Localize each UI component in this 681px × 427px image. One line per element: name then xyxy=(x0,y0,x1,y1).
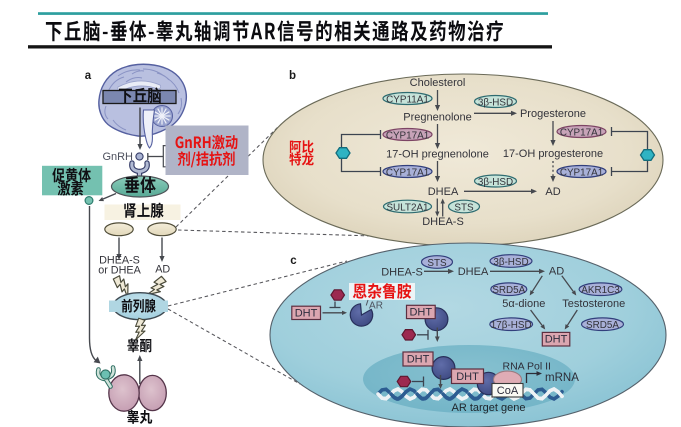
svg-text:CYP17A1: CYP17A1 xyxy=(560,127,604,138)
svg-text:DHEA-S: DHEA-S xyxy=(422,216,464,228)
svg-text:AD: AD xyxy=(549,265,564,277)
svg-text:Testosterone: Testosterone xyxy=(562,298,625,310)
svg-text:AKR1C3: AKR1C3 xyxy=(581,285,620,296)
svg-text:DHT: DHT xyxy=(409,307,432,319)
svg-text:or DHEA: or DHEA xyxy=(98,265,141,277)
svg-text:DHT: DHT xyxy=(456,371,479,383)
svg-text:CoA: CoA xyxy=(497,385,519,397)
svg-text:3β-HSD: 3β-HSD xyxy=(493,257,528,268)
svg-text:DHT: DHT xyxy=(545,334,568,346)
svg-text:17β-HSD: 17β-HSD xyxy=(491,320,532,331)
svg-text:5α-dione: 5α-dione xyxy=(502,298,545,310)
svg-text:DHEA-S: DHEA-S xyxy=(381,266,423,278)
svg-text:AR target gene: AR target gene xyxy=(452,402,526,414)
svg-text:mRNA: mRNA xyxy=(545,372,579,384)
svg-text:Progesterone: Progesterone xyxy=(520,108,586,120)
svg-text:CYP17A1: CYP17A1 xyxy=(386,130,430,141)
svg-text:17-OH pregnenolone: 17-OH pregnenolone xyxy=(386,148,489,160)
svg-text:RNA Pol II: RNA Pol II xyxy=(503,361,551,373)
svg-text:DHT: DHT xyxy=(407,354,430,366)
svg-text:a: a xyxy=(85,70,92,82)
svg-text:SRD5A: SRD5A xyxy=(586,320,619,331)
svg-text:AD: AD xyxy=(155,263,170,275)
svg-text:17-OH progesterone: 17-OH progesterone xyxy=(503,148,603,160)
svg-text:DHT: DHT xyxy=(295,307,318,319)
svg-text:AR: AR xyxy=(369,301,383,312)
svg-text:AD: AD xyxy=(545,186,560,198)
svg-text:3β-HSD: 3β-HSD xyxy=(478,177,513,188)
svg-text:SRD5A: SRD5A xyxy=(492,285,525,296)
svg-text:GnRH: GnRH xyxy=(102,151,133,163)
svg-text:SULT2A1: SULT2A1 xyxy=(386,202,429,213)
svg-text:3β-HSD: 3β-HSD xyxy=(478,97,513,108)
svg-text:b: b xyxy=(289,70,296,82)
svg-text:STS: STS xyxy=(454,202,474,213)
svg-text:CYP17A1: CYP17A1 xyxy=(386,167,430,178)
svg-text:STS: STS xyxy=(427,258,447,269)
svg-text:Pregnenolone: Pregnenolone xyxy=(403,112,472,124)
svg-text:Cholesterol: Cholesterol xyxy=(410,77,466,89)
svg-text:CYP17A1: CYP17A1 xyxy=(560,167,604,178)
svg-text:CYP11A1: CYP11A1 xyxy=(386,94,429,105)
svg-text:DHEA: DHEA xyxy=(458,266,489,278)
svg-text:DHEA: DHEA xyxy=(428,186,459,198)
svg-text:DHEA-S: DHEA-S xyxy=(99,255,140,267)
svg-text:c: c xyxy=(290,255,297,267)
